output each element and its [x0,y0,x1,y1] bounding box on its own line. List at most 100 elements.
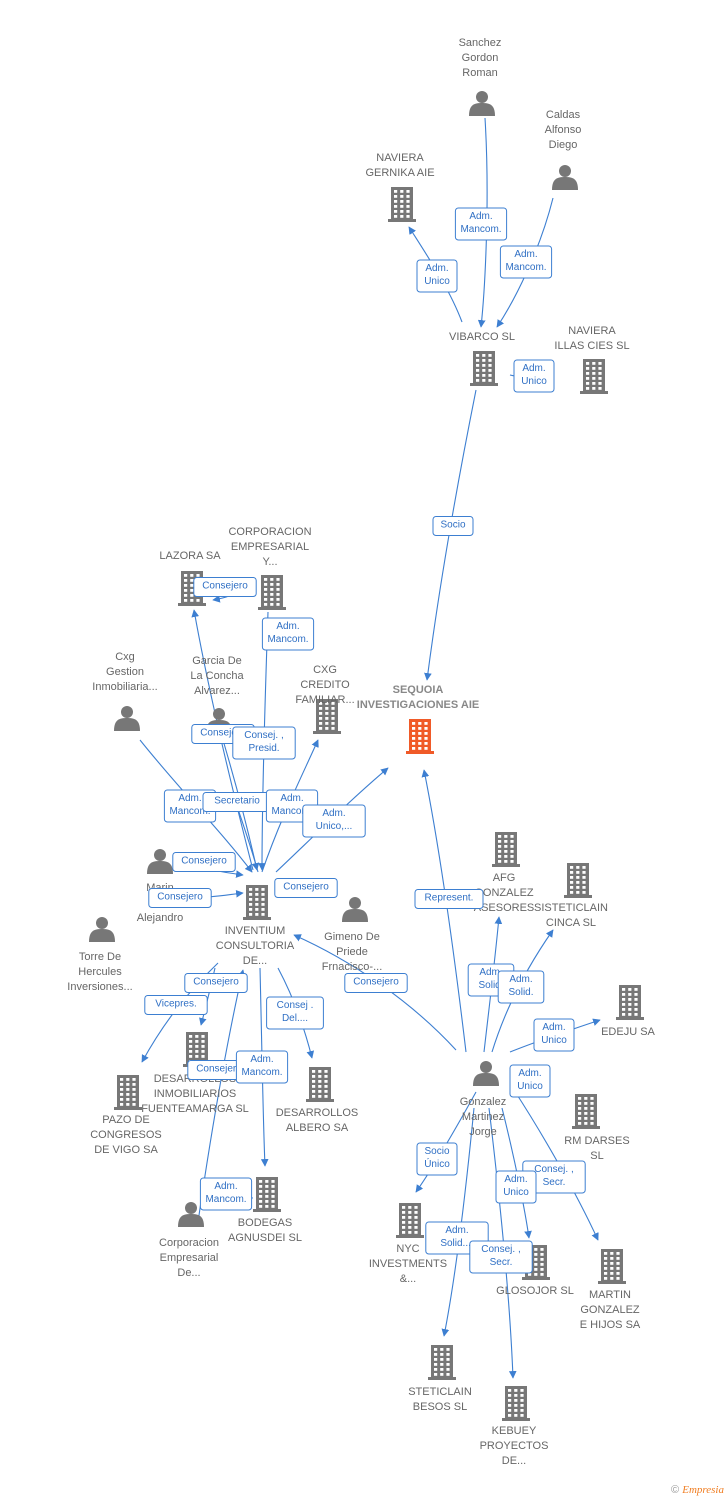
edge-badge[interactable]: Consej. ,Presid. [232,726,296,760]
edge-label-text: Consejero [200,728,246,739]
node-label-text: SL [590,1150,603,1162]
edge-label-text: Adm. [322,808,345,819]
edge-badge[interactable]: Adm.Unico [495,1170,537,1204]
copyright-symbol: © [671,1484,680,1496]
node-cxg-gestion[interactable]: CxgGestionInmobiliaria... [92,651,158,731]
edge-badge[interactable]: Consej .Del.... [266,996,324,1030]
node-edeju[interactable]: EDEJU SA [601,985,656,1038]
edge-badge[interactable]: Adm.Unico [513,359,555,393]
node-nyc[interactable]: NYCINVESTMENTS&... [369,1203,447,1285]
edge-badge[interactable]: Consejero [344,973,408,993]
edge-label-text: Mancom. [241,1067,282,1078]
edge-label-text: Mancom. [505,262,546,273]
edge-label-text: Adm. [542,1022,565,1033]
edge-label-text: Mancom. [271,806,312,817]
node-label-text: Sanchez [459,37,502,49]
edge-label-text: Consejero [202,581,248,592]
edge-badge[interactable]: Consejero [274,878,338,898]
node-label-text: GONZALEZ [580,1304,640,1316]
edge-badge[interactable]: Socio [432,516,474,536]
node-inventium[interactable]: INVENTIUMCONSULTORIADE... [216,885,295,967]
edge-badge[interactable]: Adm.Mancom. [235,1050,289,1084]
node-label-text: Garcia De [192,655,242,667]
node-corp-emp-y[interactable]: CORPORACIONEMPRESARIALY... [228,526,312,610]
edge-label-text: Secr. [543,1177,566,1188]
node-kebuey[interactable]: KEBUEYPROYECTOSDE... [480,1386,549,1467]
edge-label-text: Adm. [425,263,448,274]
node-gimeno[interactable]: Gimeno DePriedeFrnacisco-... [322,897,383,973]
edge-badge[interactable]: Adm.Unico [509,1064,551,1098]
node-label-text: PROYECTOS [480,1440,549,1452]
edge-label-text: Solid.... [440,1238,473,1249]
edge-label-text: Único [424,1157,450,1170]
edge-badge[interactable]: Represent. [414,889,484,909]
edge-label-text: Socio [424,1146,449,1157]
nodes-layer: SanchezGordonRomanCaldasAlfonsoDiegoNAVI… [67,37,655,1467]
edge-badge[interactable]: Consejero [193,577,257,597]
building-icon [598,1249,626,1284]
edge-badge[interactable]: Adm.Solid. [497,970,545,1004]
building-icon [470,351,498,386]
node-label-text: AGNUSDEI SL [228,1232,302,1244]
building-icon [406,719,434,754]
edge-label-text: Adm. [214,1181,237,1192]
building-icon [313,699,341,734]
edge-label-text: Mancom. [460,224,501,235]
edge-badge[interactable]: Consej. ,Secr. [469,1240,533,1274]
node-label-text: ASESORES [474,902,535,914]
edge-badge[interactable]: Secretario [202,792,272,812]
node-vibarco[interactable]: VIBARCO SL [449,331,515,386]
node-label-text: Priede [336,946,368,958]
node-label-text: EMPRESARIAL [231,541,309,553]
node-label-text: DE... [502,1455,526,1467]
edge-badge[interactable]: Adm.Unico [416,259,458,293]
node-cxg-credito[interactable]: CXGCREDITOFAMILIAR... [295,664,355,734]
edge-badge[interactable]: Adm.Unico,... [302,804,366,838]
node-corp-emp-de[interactable]: CorporacionEmpresarialDe... [159,1202,219,1279]
person-icon [147,849,173,874]
edge-badge[interactable]: Adm.Mancom. [454,207,508,241]
edge-label-text: Consejero [196,1064,242,1075]
edge-label-text: Adm. [504,1174,527,1185]
node-torre[interactable]: Torre DeHerculesInversiones... [67,917,133,993]
node-label-text: Hercules [78,966,122,978]
edge-badge[interactable]: Consejero [172,852,236,872]
building-icon [258,575,286,610]
edge-label-text: Adm. [509,974,532,985]
node-label-text: FAMILIAR... [295,694,354,706]
edge-badge[interactable]: Consejero [148,888,212,908]
edge-label-text: Secr. [490,1257,513,1268]
person-icon [89,917,115,942]
edge-badge[interactable]: Adm.Mancom. [261,617,315,651]
edge-label-text: Mancom. [267,634,308,645]
building-icon [580,359,608,394]
building-icon [502,1386,530,1421]
person-icon [178,1202,204,1227]
edge-badge[interactable]: Adm.Mancom. [499,245,553,279]
person-icon [114,706,140,731]
edge-badge[interactable]: Consejero [184,973,248,993]
edge-badge[interactable]: Adm.Mancom. [199,1177,253,1211]
edge-badge[interactable]: Vicepres. [144,995,208,1015]
node-label-text: CREDITO [300,679,350,691]
node-label-text: Martinez [462,1111,504,1123]
building-icon [564,863,592,898]
person-icon [552,165,578,190]
edge-badge[interactable]: Adm.Unico [533,1018,575,1052]
